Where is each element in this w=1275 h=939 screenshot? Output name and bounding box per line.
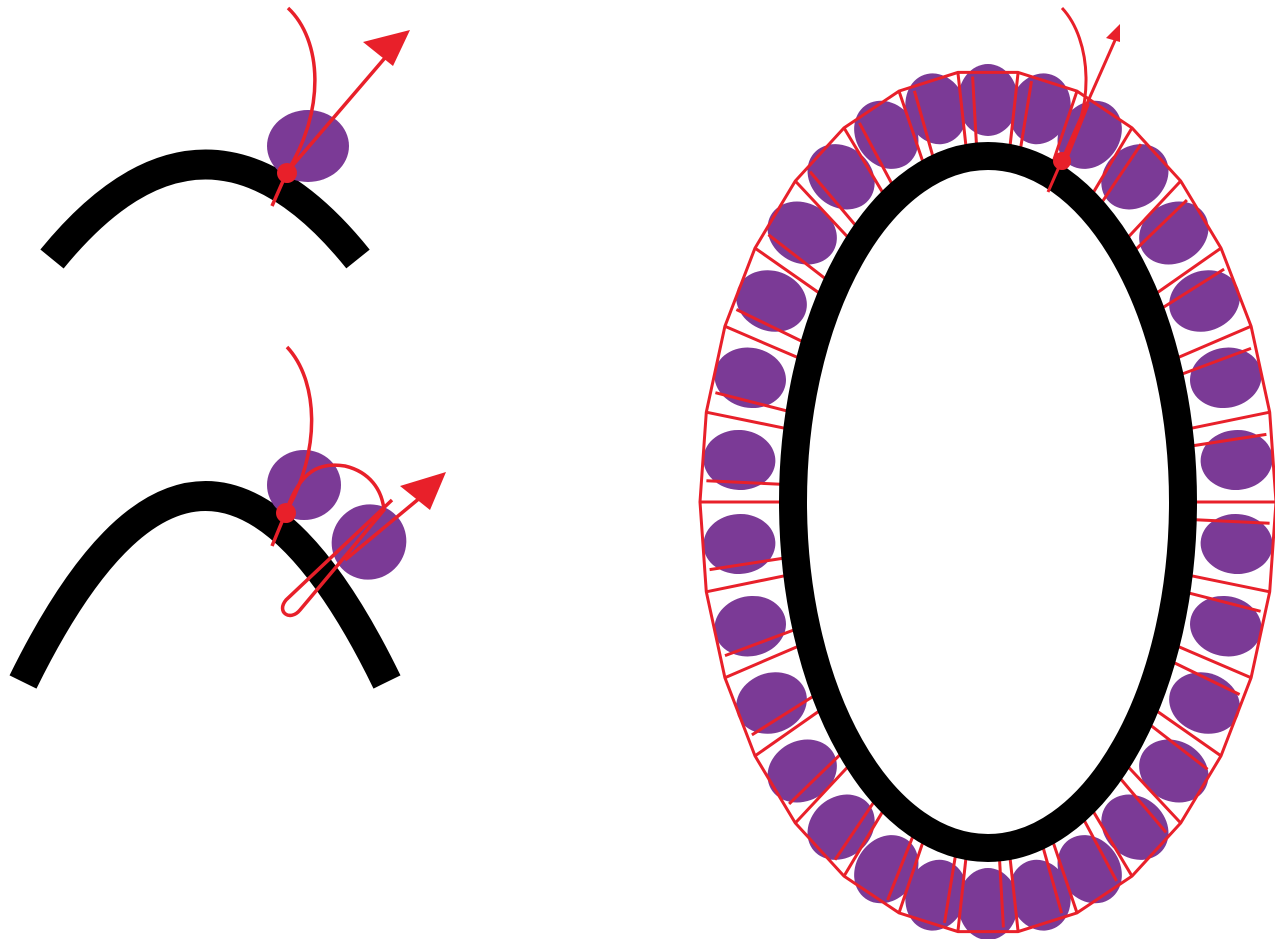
clip-link <box>1189 412 1270 429</box>
clip-link <box>706 481 783 485</box>
dna-ring <box>793 156 1183 848</box>
start-dot-icon <box>277 163 297 183</box>
arrow-head-icon <box>1106 24 1120 42</box>
protein-blob <box>1185 341 1267 414</box>
protein-blob <box>709 590 791 663</box>
protein-blob <box>727 261 815 342</box>
dna-arc <box>23 496 387 682</box>
protein-blob <box>958 868 1018 939</box>
protein-blob <box>958 64 1018 136</box>
protein-blob <box>1160 663 1248 744</box>
panel-single-binding <box>52 8 410 259</box>
clip-link <box>1189 575 1270 592</box>
panel-double-binding <box>23 347 446 682</box>
panel-circular-filament <box>700 8 1275 939</box>
protein-blob <box>1199 428 1275 493</box>
start-dot-icon <box>1053 152 1071 170</box>
arrow-head-icon <box>363 30 410 66</box>
start-dot-icon <box>276 503 296 523</box>
protein-blob <box>709 341 791 414</box>
protein-blob <box>702 512 778 577</box>
protein-blob <box>1185 590 1267 663</box>
clip-link <box>1193 520 1270 524</box>
arrow-head-icon <box>400 472 446 510</box>
clip-link <box>706 575 787 592</box>
clip-link <box>706 412 787 429</box>
